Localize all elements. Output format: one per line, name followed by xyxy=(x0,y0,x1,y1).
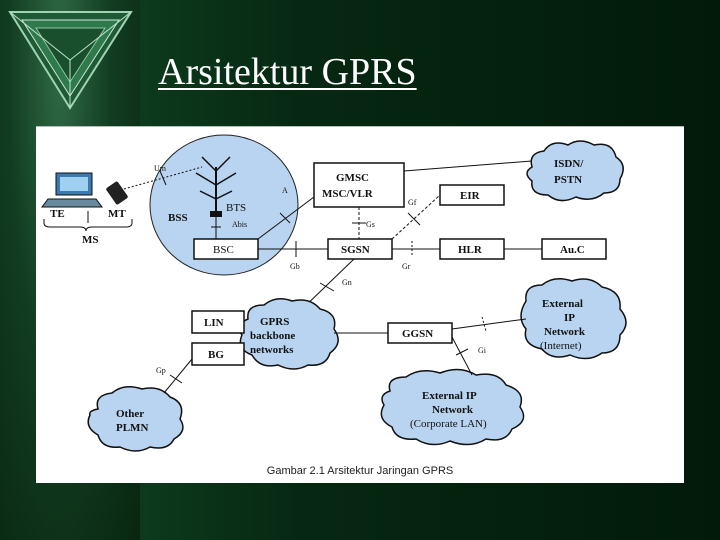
gp-interface-label: Gp xyxy=(156,366,166,375)
gmsc-label-line1: GMSC xyxy=(336,172,369,184)
backbone-label-line1: GPRS xyxy=(260,316,289,328)
gf-tick xyxy=(407,212,421,226)
gf-link xyxy=(391,194,441,240)
abis-interface-label: Abis xyxy=(232,220,247,229)
um-interface-label: Um xyxy=(154,164,167,173)
te-label: TE xyxy=(50,208,65,220)
bss-area xyxy=(149,134,299,276)
hlr-label: HLR xyxy=(458,244,483,256)
ms-bracket xyxy=(43,219,133,232)
corporate-label-line2: Network xyxy=(432,404,474,416)
bsc-label: BSC xyxy=(213,244,234,256)
plmn-label-line2: PLMN xyxy=(116,422,148,434)
diagram-frame: TE MT MS BTS BSS Abis BSC Um GMSC MSC/VL… xyxy=(36,126,684,483)
other-plmn-cloud xyxy=(87,386,184,452)
a-link xyxy=(257,196,315,240)
corporate-label-line3: (Corporate LAN) xyxy=(410,418,487,430)
triangle-logo-icon xyxy=(8,11,133,110)
sgsn-label: SGSN xyxy=(341,244,370,256)
gf-interface-label: Gf xyxy=(408,198,417,207)
gb-interface-label: Gb xyxy=(290,262,300,271)
isdn-label-line2: PSTN xyxy=(554,174,582,186)
bts-antenna-icon xyxy=(195,156,237,217)
gmsc-node xyxy=(313,162,405,208)
gn-tick xyxy=(319,282,335,292)
mobile-phone-icon xyxy=(106,181,128,205)
auc-label: Au.C xyxy=(560,244,585,256)
gi-interface-label: Gi xyxy=(478,346,487,355)
gs-interface-label: Gs xyxy=(366,220,375,229)
backbone-label-line2: backbone xyxy=(250,330,295,342)
corporate-label-line1: External IP xyxy=(422,390,477,402)
internet-label-line2: IP xyxy=(564,312,575,324)
gp-link xyxy=(163,358,193,394)
a-interface-label: A xyxy=(282,186,288,195)
gi-internet-link xyxy=(451,318,527,330)
gprs-architecture-diagram: TE MT MS BTS BSS Abis BSC Um GMSC MSC/VL… xyxy=(41,134,627,452)
mt-label: MT xyxy=(108,208,126,220)
ms-label: MS xyxy=(82,234,99,246)
isdn-pstn-cloud xyxy=(526,140,624,202)
gr-interface-label: Gr xyxy=(402,262,411,271)
external-corporate-cloud xyxy=(380,368,525,446)
internet-label-line3: Network xyxy=(544,326,586,338)
gi-corporate-tick xyxy=(455,348,469,356)
lin-label: LIN xyxy=(204,317,224,329)
um-tick xyxy=(159,170,167,186)
external-internet-cloud xyxy=(520,278,627,360)
gi-internet-tick xyxy=(481,316,487,332)
backbone-label-line3: networks xyxy=(250,344,294,356)
diagram-caption: Gambar 2.1 Arsitektur Jaringan GPRS xyxy=(266,465,454,477)
bts-label: BTS xyxy=(226,202,246,214)
laptop-icon xyxy=(41,172,103,208)
gn-interface-label: Gn xyxy=(342,278,352,287)
gi-corporate-link xyxy=(451,336,473,376)
bg-node xyxy=(191,342,245,366)
slide-title: Arsitektur GPRS xyxy=(158,51,417,93)
gp-tick xyxy=(169,374,183,384)
internet-label-line1: External xyxy=(542,298,583,310)
a-tick xyxy=(279,212,291,224)
gmsc-label-line2: MSC/VLR xyxy=(322,188,374,200)
ggsn-label: GGSN xyxy=(402,328,433,340)
bg-label: BG xyxy=(208,349,224,361)
lin-node xyxy=(191,310,245,334)
plmn-label-line1: Other xyxy=(116,408,144,420)
internet-label-line4: (Internet) xyxy=(540,340,582,352)
bss-label: BSS xyxy=(168,212,188,224)
gmsc-isdn-link xyxy=(403,160,533,172)
isdn-label-line1: ISDN/ xyxy=(554,158,584,170)
eir-label: EIR xyxy=(460,190,481,202)
